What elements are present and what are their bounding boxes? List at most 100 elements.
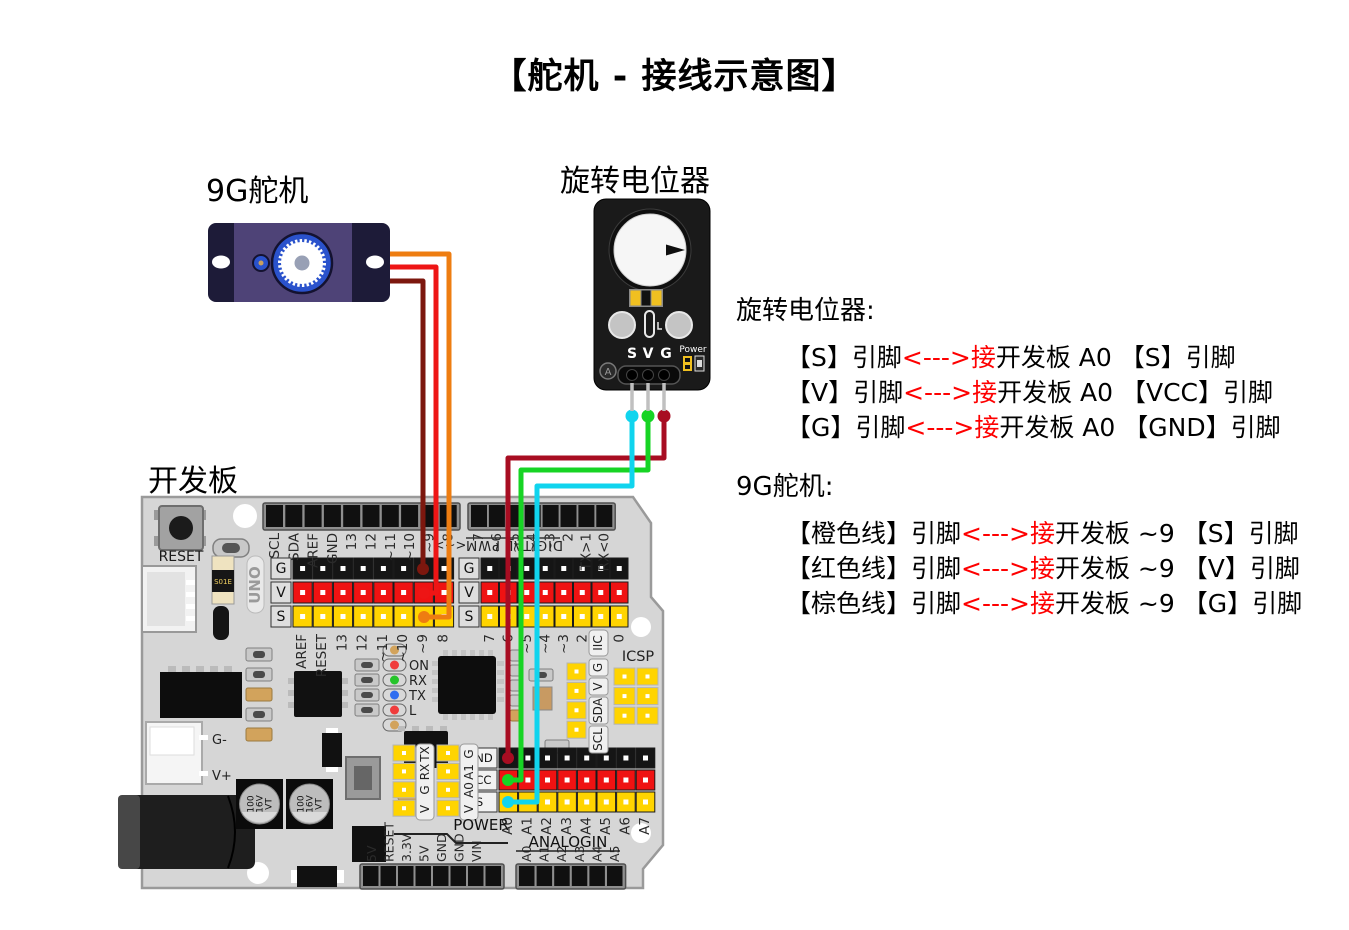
mount-hole bbox=[631, 617, 651, 637]
mount-hole bbox=[631, 823, 651, 843]
servo-instructions: 9G舵机: 【橙色线】引脚<--->接开发板 ~9 【S】引脚 【红色线】引脚<… bbox=[736, 466, 1336, 621]
pot-wire-green bbox=[509, 411, 651, 783]
passive-components bbox=[245, 647, 273, 742]
servo-wire-red bbox=[379, 264, 439, 596]
pin-label: 12 bbox=[364, 533, 380, 550]
pin-label: ~4 bbox=[538, 634, 554, 654]
pin-label: GND bbox=[325, 533, 341, 564]
pin-label: A7 bbox=[637, 817, 653, 835]
wire-dot bbox=[502, 796, 514, 808]
connection-arrow: <--->接 bbox=[961, 519, 1055, 548]
smd-component bbox=[222, 543, 240, 553]
a0a1-block-labels: G A1 A0 V bbox=[459, 743, 479, 821]
svg-text:16V: 16V bbox=[306, 794, 316, 812]
rx-led bbox=[390, 675, 399, 685]
pin-label: 5V bbox=[364, 845, 379, 862]
svg-text:G: G bbox=[276, 561, 287, 577]
pin-label: A2 bbox=[539, 817, 555, 835]
svg-text:G: G bbox=[418, 785, 432, 794]
pin-label: AREF bbox=[306, 533, 322, 568]
pin-label: 2 bbox=[575, 634, 591, 643]
smd-component bbox=[629, 289, 663, 307]
potentiometer-label: 旋转电位器 bbox=[560, 164, 710, 199]
wires bbox=[379, 251, 667, 805]
pin-strips bbox=[262, 502, 627, 890]
pin-label: AREF bbox=[294, 634, 310, 669]
l-led bbox=[390, 705, 399, 715]
reset-button[interactable] bbox=[154, 505, 206, 551]
svg-text:POWER: POWER bbox=[453, 816, 509, 834]
servo-module bbox=[208, 223, 390, 302]
pin-labels: SCLSDAAREFGND1312~11~10~987~6~5~4~32TX>1… bbox=[267, 532, 653, 862]
pin-label: 8 bbox=[435, 634, 451, 643]
pot-wire-darkred bbox=[505, 411, 667, 758]
capacitor: 100 16V VT bbox=[286, 779, 333, 829]
servo-wire-orange bbox=[379, 251, 452, 620]
svg-text:16V: 16V bbox=[256, 794, 266, 812]
svg-text:S01E: S01E bbox=[214, 578, 232, 586]
pin-label: RX<0 bbox=[596, 533, 612, 572]
svg-text:S: S bbox=[465, 609, 474, 625]
header-cells bbox=[292, 557, 659, 817]
svg-text:V: V bbox=[418, 804, 432, 813]
digital-pwm-caption: DIGITAL PWM <~> bbox=[434, 537, 563, 552]
uno-tag: UNO bbox=[246, 555, 265, 614]
pin-label: ~11 bbox=[383, 533, 399, 562]
svg-text:G-: G- bbox=[212, 733, 227, 748]
power-jack bbox=[118, 795, 255, 869]
wire-dot bbox=[657, 409, 671, 423]
solder-pad bbox=[665, 311, 693, 339]
connection-arrow: <--->接 bbox=[961, 589, 1055, 618]
s01e-diode: S01E bbox=[211, 555, 235, 605]
pin-label: VIN bbox=[469, 840, 484, 862]
pin-label: TX>1 bbox=[578, 533, 594, 571]
pin-label: A3 bbox=[559, 817, 575, 835]
svg-text:S: S bbox=[476, 795, 483, 809]
pin-label: A0 bbox=[519, 845, 534, 862]
connection-arrow: <--->接 bbox=[961, 554, 1055, 583]
instruction-line: 【棕色线】引脚<--->接开发板 ~9 【G】引脚 bbox=[786, 589, 1303, 618]
svg-text:A0: A0 bbox=[462, 782, 476, 798]
wire-dots bbox=[417, 409, 671, 808]
pin-label: A1 bbox=[520, 817, 536, 835]
gvs-label-boxes: G V S G V S bbox=[270, 557, 480, 628]
mount-hole bbox=[233, 504, 257, 528]
uart-block-labels: TX RX G V bbox=[415, 743, 435, 821]
wire-dot bbox=[418, 587, 430, 599]
pin-label: A6 bbox=[618, 817, 634, 835]
svg-text:V: V bbox=[276, 585, 286, 601]
pin-label: 13 bbox=[334, 634, 350, 651]
svg-text:VT: VT bbox=[315, 798, 325, 810]
pot-pin-label-s: S bbox=[627, 346, 637, 362]
instruction-line: 【S】引脚<--->接开发板 A0 【S】引脚 bbox=[786, 343, 1236, 372]
pin-label: A2 bbox=[554, 845, 569, 862]
svg-text:L: L bbox=[409, 704, 417, 719]
svg-text:G: G bbox=[591, 663, 605, 672]
svg-text:TX: TX bbox=[408, 689, 426, 704]
svg-text:IIC: IIC bbox=[591, 635, 605, 650]
pot-instructions: 旋转电位器: 【S】引脚<--->接开发板 A0 【S】引脚 【V】引脚<---… bbox=[736, 290, 1336, 445]
pin-label: SDA bbox=[286, 532, 302, 561]
pin-label: 0 bbox=[612, 634, 628, 643]
smd-component bbox=[213, 606, 229, 640]
crystal bbox=[345, 756, 381, 800]
ic-chip bbox=[352, 826, 386, 862]
pin-label: ~9 bbox=[415, 634, 431, 654]
pin-label: RESET bbox=[382, 822, 397, 862]
reset-label: RESET bbox=[159, 549, 204, 565]
pin-label: 5V bbox=[417, 845, 432, 862]
capacitor: 100 16V VT bbox=[236, 779, 283, 829]
svg-text:UNO: UNO bbox=[246, 566, 264, 604]
smd-component bbox=[291, 866, 344, 887]
pot-pin-label-g: G bbox=[660, 346, 672, 362]
svg-text:RX: RX bbox=[409, 674, 427, 689]
solder-pad bbox=[608, 311, 636, 339]
instruction-line: 【G】引脚<--->接开发板 A0 【GND】引脚 bbox=[786, 413, 1281, 442]
wire-dot bbox=[417, 563, 429, 575]
pin-label: A5 bbox=[607, 845, 622, 862]
svg-text:A: A bbox=[605, 367, 612, 378]
iic-labels: IIC G V SDA SCL bbox=[588, 629, 609, 754]
svg-text:V: V bbox=[591, 682, 605, 691]
